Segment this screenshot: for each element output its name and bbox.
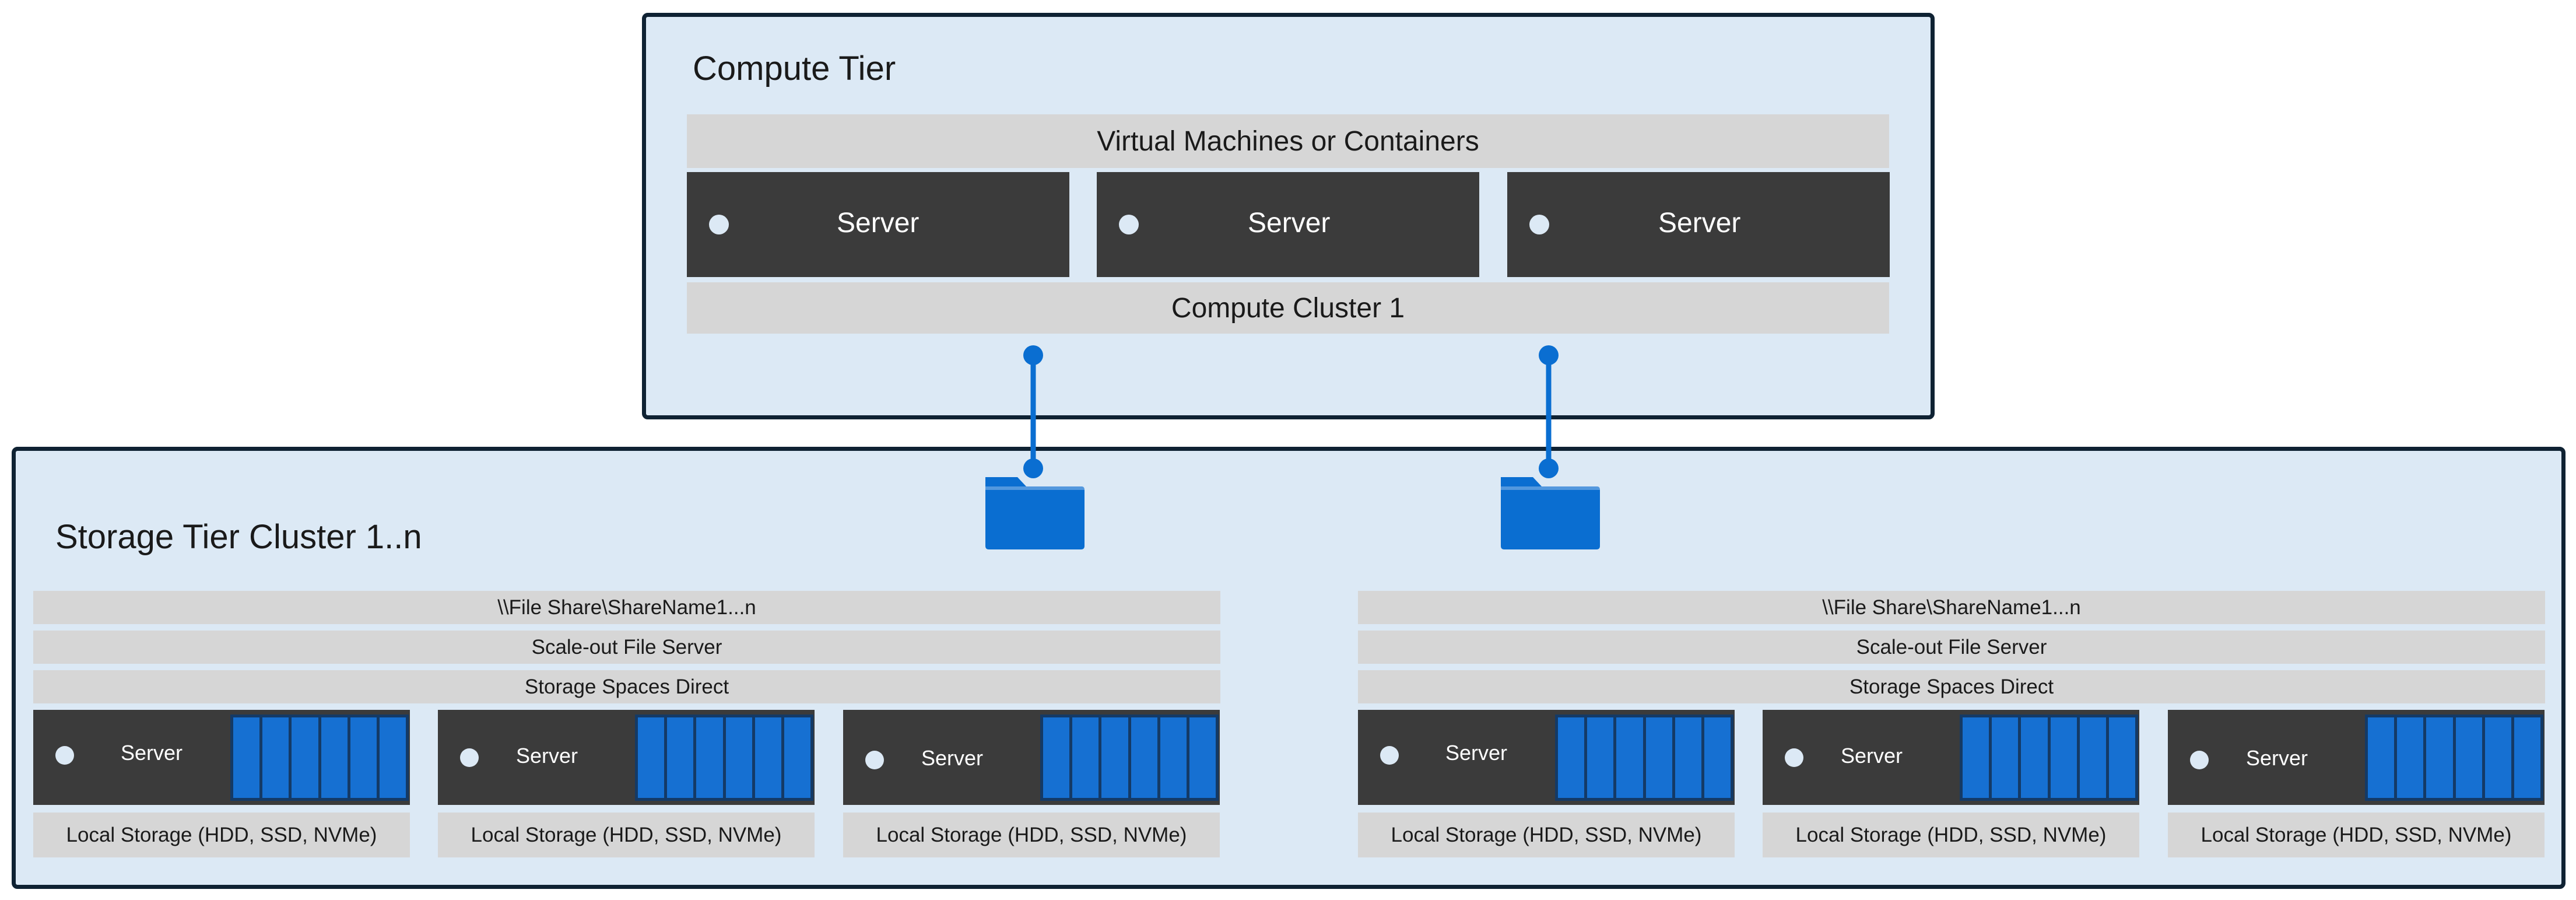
storage-server: Server: [33, 710, 410, 805]
local-storage-bar: Local Storage (HDD, SSD, NVMe): [33, 813, 410, 857]
server-led-icon: [1529, 215, 1549, 234]
drive-icon: [1131, 717, 1157, 798]
drive-icon: [292, 717, 318, 798]
local-storage-bar: Local Storage (HDD, SSD, NVMe): [1358, 813, 1735, 857]
drive-icon: [725, 717, 752, 798]
scale-out-file-server-bar: Scale-out File Server: [33, 631, 1220, 664]
drive-icon: [2368, 717, 2395, 798]
storage-tier-title: Storage Tier Cluster 1..n: [55, 518, 422, 556]
server-label: Server: [1841, 744, 1903, 768]
drive-bay: [1555, 715, 1733, 801]
drive-icon: [1558, 717, 1585, 798]
drive-icon: [1645, 717, 1672, 798]
drive-icon: [754, 717, 781, 798]
file-share-bar: \\File Share\ShareName1...n: [1358, 591, 2545, 624]
server-led-icon: [55, 746, 74, 765]
compute-server-1: Server: [687, 172, 1069, 277]
drive-icon: [2514, 717, 2541, 798]
storage-spaces-direct-bar: Storage Spaces Direct: [33, 670, 1220, 703]
drive-icon: [1963, 717, 1989, 798]
drive-icon: [233, 717, 260, 798]
server-label: Server: [121, 741, 183, 765]
server-label: Server: [2246, 746, 2308, 770]
storage-server: Server: [843, 710, 1220, 805]
connector-left: [1023, 345, 1043, 478]
server-label: Server: [921, 746, 984, 770]
drive-icon: [2108, 717, 2136, 798]
drive-icon: [2079, 717, 2106, 798]
drive-icon: [1189, 717, 1216, 798]
drive-icon: [262, 717, 289, 798]
drive-icon: [1675, 717, 1701, 798]
compute-tier-title: Compute Tier: [693, 50, 896, 87]
storage-server: Server: [1358, 710, 1735, 805]
server-led-icon: [709, 215, 729, 234]
drive-icon: [1043, 717, 1070, 798]
drive-icon: [350, 717, 377, 798]
drive-icon: [2021, 717, 2048, 798]
drive-icon: [321, 717, 348, 798]
storage-server: Server: [2168, 710, 2545, 805]
storage-server: Server: [1763, 710, 2139, 805]
server-label: Server: [1248, 208, 1331, 239]
drive-icon: [1101, 717, 1128, 798]
server-led-icon: [460, 748, 479, 767]
server-label: Server: [1445, 741, 1508, 765]
scale-out-file-server-bar: Scale-out File Server: [1358, 631, 2545, 664]
local-storage-bar: Local Storage (HDD, SSD, NVMe): [2168, 813, 2545, 857]
drive-icon: [2426, 717, 2453, 798]
folder-icon: [1501, 477, 1600, 549]
drive-icon: [1160, 717, 1187, 798]
local-storage-bar: Local Storage (HDD, SSD, NVMe): [1763, 813, 2139, 857]
drive-icon: [1587, 717, 1614, 798]
drive-icon: [2050, 717, 2077, 798]
server-label: Server: [516, 744, 578, 768]
server-led-icon: [1119, 215, 1139, 234]
drive-icon: [638, 717, 665, 798]
drive-icon: [667, 717, 694, 798]
drive-bay: [2365, 715, 2543, 801]
drive-icon: [379, 717, 406, 798]
local-storage-bar: Local Storage (HDD, SSD, NVMe): [843, 813, 1220, 857]
server-led-icon: [1380, 746, 1399, 765]
drive-icon: [2397, 717, 2424, 798]
storage-server: Server: [438, 710, 815, 805]
compute-server-2: Server: [1097, 172, 1479, 277]
drive-icon: [1616, 717, 1643, 798]
local-storage-bar: Local Storage (HDD, SSD, NVMe): [438, 813, 815, 857]
drive-bay: [1960, 715, 2138, 801]
server-label: Server: [1658, 208, 1741, 239]
server-led-icon: [865, 751, 884, 769]
drive-icon: [696, 717, 723, 798]
compute-server-3: Server: [1507, 172, 1890, 277]
server-led-icon: [1785, 748, 1803, 767]
server-label: Server: [837, 208, 920, 239]
storage-spaces-direct-bar: Storage Spaces Direct: [1358, 670, 2545, 703]
drive-bay: [1040, 715, 1219, 801]
drive-icon: [1992, 717, 2019, 798]
server-led-icon: [2190, 751, 2209, 769]
vm-containers-bar: Virtual Machines or Containers: [687, 114, 1889, 168]
drive-icon: [2455, 717, 2482, 798]
compute-cluster-bar: Compute Cluster 1: [687, 282, 1889, 334]
drive-icon: [1704, 717, 1731, 798]
drive-icon: [784, 717, 811, 798]
drive-icon: [2484, 717, 2511, 798]
folder-icon: [985, 477, 1085, 549]
storage-tier-panel: [12, 447, 2566, 889]
drive-bay: [635, 715, 813, 801]
connector-right: [1539, 345, 1559, 478]
drive-bay: [230, 715, 409, 801]
drive-icon: [1072, 717, 1099, 798]
file-share-bar: \\File Share\ShareName1...n: [33, 591, 1220, 624]
